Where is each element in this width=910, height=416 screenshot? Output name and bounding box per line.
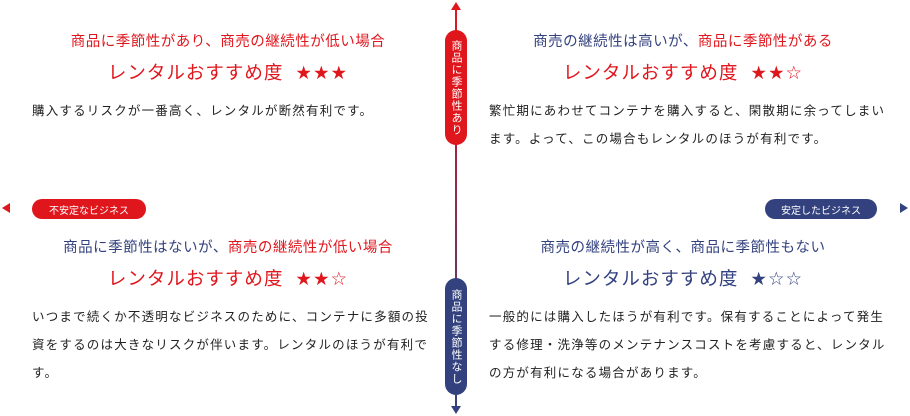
arrow-right-icon: [900, 203, 908, 213]
quadrant-title: 商品に季節性があり、商売の継続性が低い場合: [18, 30, 438, 51]
quadrant-bottom-left: 商品に季節性はないが、商売の継続性が低い場合レンタルおすすめ度 ★★☆ いつまで続く…: [18, 236, 438, 387]
rating: レンタルおすすめ度 ★☆☆: [473, 265, 893, 291]
quadrant-top-left: 商品に季節性があり、商売の継続性が低い場合レンタルおすすめ度 ★★★ 購入するリスク…: [18, 30, 438, 125]
quadrant-top-right: 商売の継続性は高いが、商品に季節性があるレンタルおすすめ度 ★★☆ 繁忙期にあわせて…: [473, 30, 893, 153]
rating-label: レンタルおすすめ度: [107, 269, 284, 290]
rating-stars-icon: ★★★: [295, 63, 349, 84]
rating-stars-icon: ★★☆: [295, 269, 349, 290]
rating-label: レンタルおすすめ度: [562, 269, 739, 290]
quadrant-body: 一般的には購入したほうが有利です。保有することによって発生する修理・洗浄等のメン…: [489, 309, 886, 380]
arrow-up-icon: [451, 2, 461, 10]
rating: レンタルおすすめ度 ★★☆: [18, 265, 438, 291]
quadrant-title: 商売の継続性が高く、商品に季節性もない: [473, 236, 893, 257]
axis-label-right: 安定したビジネス: [765, 199, 877, 219]
title-segment: 商売の継続性が高く、商品に季節性もない: [540, 240, 826, 256]
title-segment: 商品に季節性がある: [697, 34, 833, 50]
title-segment: 商品に季節性があり、商売の継続性が低い場合: [70, 34, 386, 50]
quadrant-title: 商売の継続性は高いが、商品に季節性がある: [473, 30, 893, 51]
quadrant-bottom-right: 商売の継続性が高く、商品に季節性もないレンタルおすすめ度 ★☆☆ 一般的には購入した…: [473, 236, 893, 387]
rating: レンタルおすすめ度 ★★☆: [473, 59, 893, 85]
rating-stars-icon: ★★☆: [750, 63, 804, 84]
quadrant-body: 購入するリスクが一番高く、レンタルが断然有利です。: [32, 103, 374, 118]
rating: レンタルおすすめ度 ★★★: [18, 59, 438, 85]
vertical-axis: [455, 6, 457, 410]
rating-label: レンタルおすすめ度: [562, 63, 739, 84]
axis-label-bottom: 商品に季節性なし: [445, 278, 467, 395]
quadrant-title: 商品に季節性はないが、商売の継続性が低い場合: [18, 236, 438, 257]
rating-stars-icon: ★☆☆: [750, 269, 804, 290]
rating-label: レンタルおすすめ度: [107, 63, 284, 84]
axis-label-left: 不安定なビジネス: [32, 199, 146, 219]
title-segment: 商売の継続性は高いが、: [533, 34, 698, 50]
quadrant-body: 繁忙期にあわせてコンテナを購入すると、閑散期に余ってしまいます。よって、この場合…: [489, 103, 886, 146]
title-segment: 商売の継続性が低い場合: [227, 240, 393, 256]
axis-label-top: 商品に季節性あり: [445, 30, 467, 145]
arrow-down-icon: [451, 406, 461, 414]
quadrant-body: いつまで続くか不透明なビジネスのために、コンテナに多額の投資をするのは大きなリス…: [32, 309, 429, 380]
arrow-left-icon: [2, 203, 10, 213]
title-segment: 商品に季節性はないが、: [63, 240, 228, 256]
